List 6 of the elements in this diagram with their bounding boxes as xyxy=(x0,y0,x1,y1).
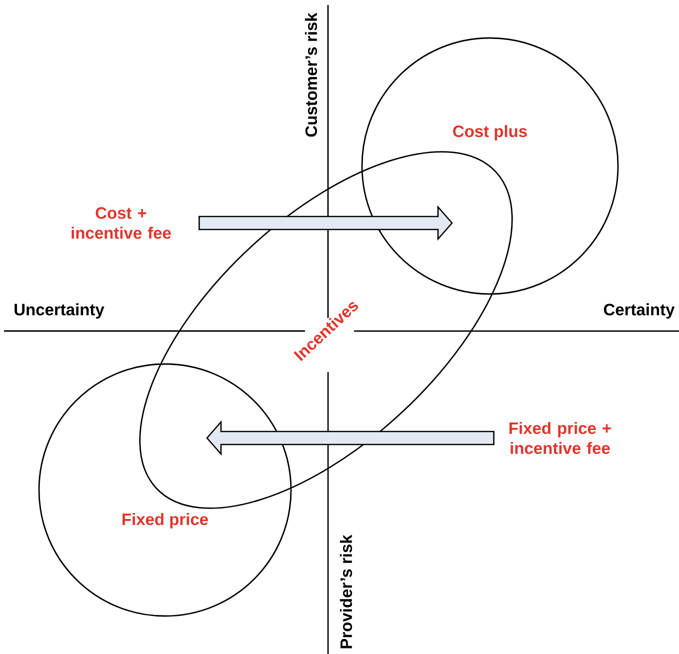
axis-label: Uncertainty xyxy=(14,303,104,319)
axis-label: Certainty xyxy=(604,303,675,319)
axis-label: Customer’s risk xyxy=(304,12,318,137)
block-arrow xyxy=(206,420,494,456)
axis-label: Provider’s risk xyxy=(340,534,352,648)
block-arrow xyxy=(198,205,453,241)
